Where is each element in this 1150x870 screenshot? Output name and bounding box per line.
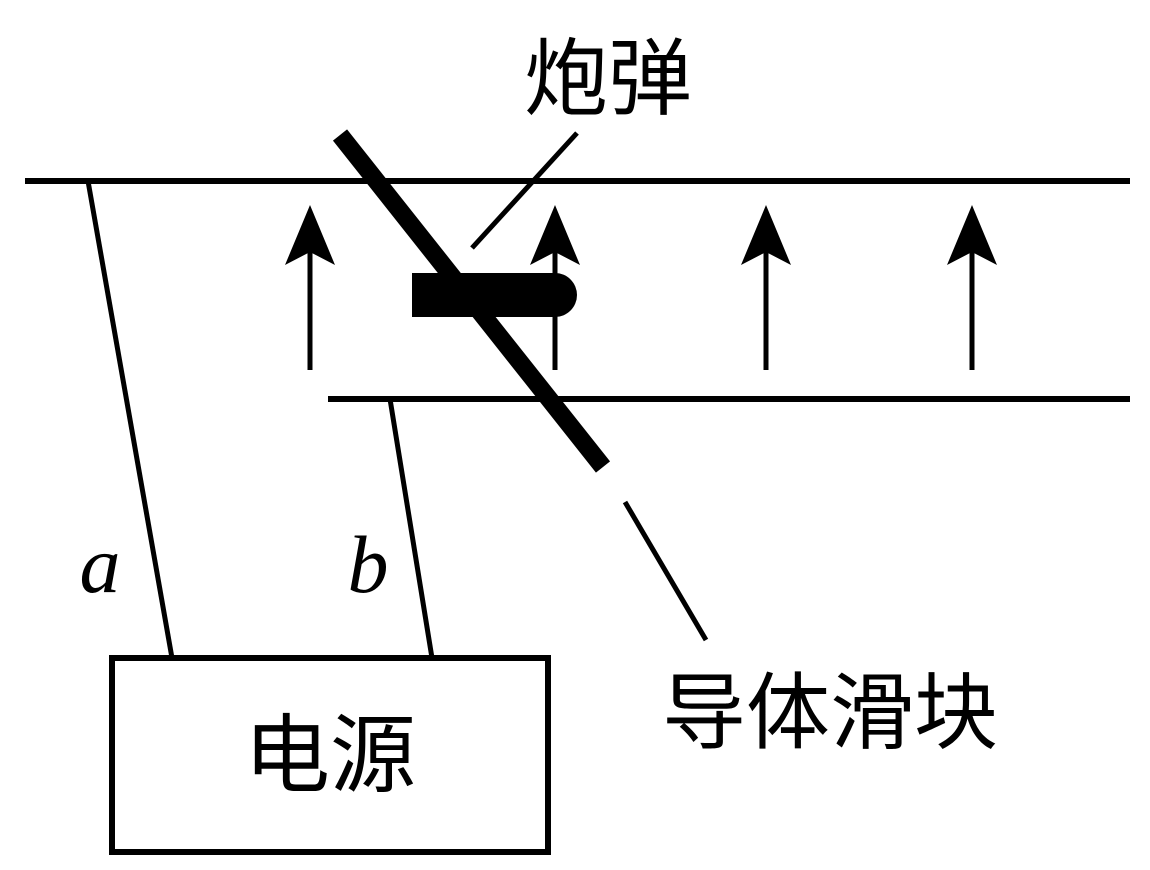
slider-label: 导体滑块 — [662, 664, 998, 762]
wire-a-label: a — [80, 519, 121, 610]
slider-leader-line — [622, 500, 709, 642]
projectile-leader-line — [470, 131, 579, 250]
conductor-slider — [332, 129, 611, 473]
field-arrow — [947, 205, 997, 370]
projectile — [412, 273, 577, 317]
power-source-label: 电源 — [244, 706, 416, 806]
wire-b — [387, 398, 435, 659]
field-arrow — [285, 205, 335, 370]
magnetic-field-arrows — [285, 205, 997, 370]
wire-a — [85, 180, 175, 659]
power-source-box — [109, 655, 551, 855]
projectile-label: 炮弹 — [524, 30, 692, 128]
field-arrow — [741, 205, 791, 370]
wire-b-label: b — [348, 519, 389, 610]
